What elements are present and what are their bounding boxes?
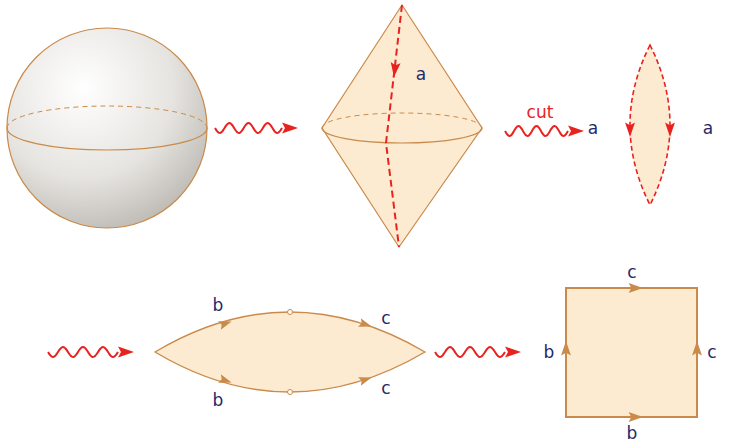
edge-label: b [213, 297, 224, 314]
edge-label: a [416, 66, 426, 83]
cut-line [386, 5, 402, 247]
arrowhead [358, 377, 372, 385]
edge-label: c [381, 380, 390, 397]
edge-label: a [588, 120, 598, 137]
squiggle-arrow [435, 347, 505, 357]
equator-front [7, 128, 207, 150]
arrowhead [218, 374, 232, 382]
squiggle-arrow [505, 126, 568, 136]
arrowhead [358, 318, 372, 326]
squiggle-arrow [48, 347, 118, 357]
arrowhead [629, 283, 643, 293]
arrowhead [561, 341, 571, 355]
arrowhead [625, 123, 635, 137]
arrowhead [505, 347, 521, 358]
vertex-dot [288, 390, 293, 395]
edge-label: b [627, 425, 638, 442]
arrowhead [391, 62, 401, 77]
arrowhead [218, 321, 232, 329]
cut-label: cut [527, 104, 554, 121]
edge-label: b [213, 392, 224, 409]
square [566, 288, 697, 417]
squiggle-arrow [215, 123, 282, 133]
edge-label: a [703, 120, 713, 137]
edge-label: c [381, 310, 390, 327]
edge-label: b [544, 344, 555, 361]
cut-lens [630, 45, 670, 205]
vertex-dot [288, 310, 293, 315]
arrowhead [692, 341, 702, 355]
arrowhead [629, 412, 643, 422]
equator-back [7, 106, 207, 128]
edge-label: c [627, 264, 636, 281]
double-cone [322, 5, 482, 247]
arrowhead [665, 123, 675, 137]
cone-equator-back [322, 113, 482, 128]
arrowhead [118, 347, 134, 358]
arrowhead [282, 123, 298, 134]
cone-equator-front [322, 128, 482, 143]
edge-label: c [707, 344, 716, 361]
arrowhead [568, 126, 584, 137]
sphere [7, 28, 207, 228]
